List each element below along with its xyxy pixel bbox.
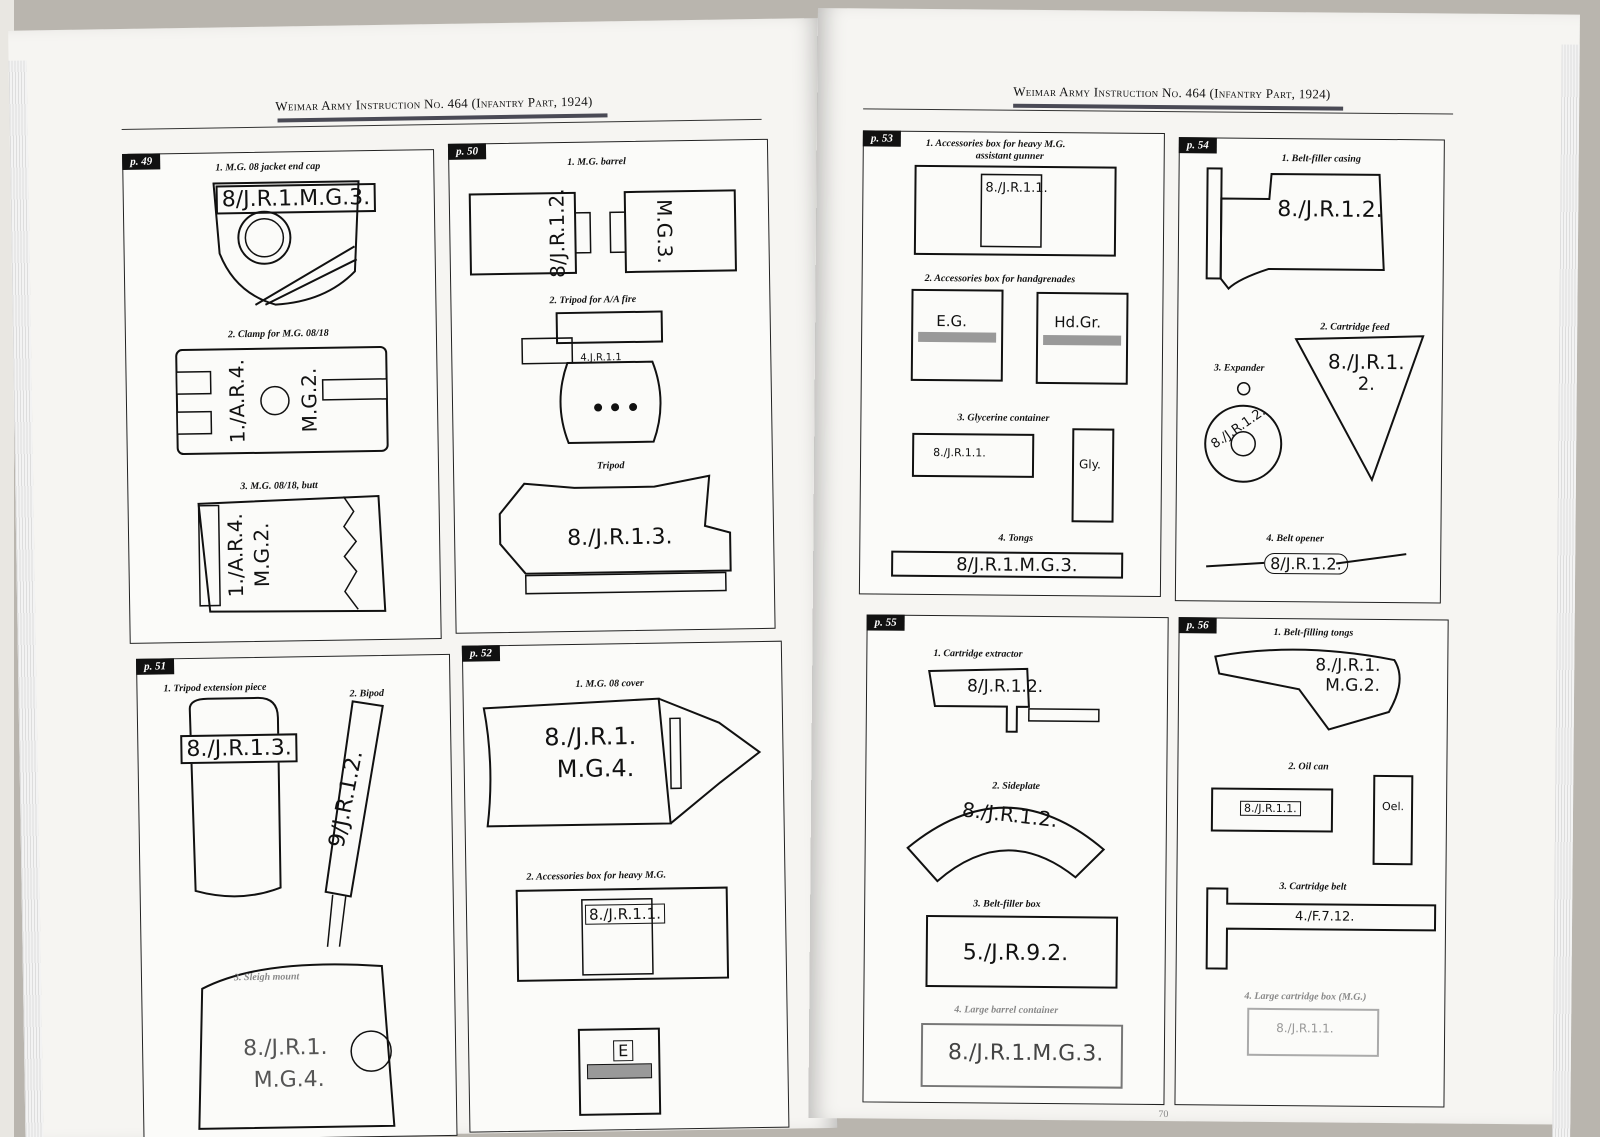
marking: 8/J.R.1.M.G.3. xyxy=(956,554,1078,577)
right-page: Weimar Army Instruction No. 464 (Infantr… xyxy=(808,8,1580,1137)
marking: 8./J.R.1. xyxy=(1327,349,1405,375)
marking: 1./A.R.4. xyxy=(222,512,249,598)
marking: Oel. xyxy=(1381,799,1405,814)
marking: 8./J.R.1.1. xyxy=(584,903,666,925)
marking: E.G. xyxy=(936,312,967,331)
left-page: Weimar Army Instruction No. 464 (Infantr… xyxy=(8,18,838,1137)
marking: Gly. xyxy=(1078,457,1101,472)
caption: 2. Oil can xyxy=(1288,761,1329,773)
caption: 3. Cartridge belt xyxy=(1279,881,1347,893)
marking: 8./J.R.1.2. xyxy=(1277,197,1383,223)
panel-p53: p. 53 1. Accessories box for heavy M.G. … xyxy=(858,130,1165,598)
page-number: 70 xyxy=(1158,1109,1169,1121)
cover-drawing xyxy=(482,697,762,1116)
caption: 2. Clamp for M.G. 08/18 xyxy=(227,327,329,341)
header-rule-right xyxy=(863,108,1454,115)
marking: 4.J.R.1.1 xyxy=(580,352,622,364)
caption: 3. Expander xyxy=(1213,362,1265,374)
caption: 2. Sideplate xyxy=(992,780,1041,792)
caption: 2. Accessories box for heavy M.G. xyxy=(526,869,667,883)
jacket-end-cap-drawing xyxy=(175,180,389,613)
marking: 8./J.R.1.1. xyxy=(933,446,986,460)
panel-p54: p. 54 1. Belt-filler casing 8./J.R.1.2. … xyxy=(1174,137,1445,604)
panel-p55: p. 55 1. Cartridge extractor 8/J.R.1.2. … xyxy=(862,614,1169,1106)
panel-p56: p. 56 1. Belt-filling tongs 8./J.R.1. M.… xyxy=(1174,617,1449,1108)
panel-p50: p. 50 1. M.G. barrel 8/J.R.1.2. M.G.3. 2… xyxy=(447,138,776,634)
marking: 8/J.R.1.2. xyxy=(544,188,570,279)
caption: 4. Tongs xyxy=(998,532,1034,544)
marking: M.G.2. xyxy=(296,367,322,433)
marking: 8./J.R.1.1. xyxy=(1276,1021,1334,1036)
marking: 8./J.R.1.1. xyxy=(1239,800,1301,817)
header-rule-left xyxy=(121,118,762,130)
marking: 8/J.R.1.2. xyxy=(966,676,1044,697)
marking: 8./J.R.1.3. xyxy=(180,733,298,765)
panel-p51: p. 51 1. Tripod extension piece 2. Bipod… xyxy=(135,653,458,1137)
caption: 3. M.G. 08/18, butt xyxy=(240,479,318,493)
marking: M.G.4. xyxy=(253,1066,325,1094)
belt-filling-tongs-drawing xyxy=(1205,648,1437,1057)
marking: 8/J.R.1.2. xyxy=(1264,552,1348,575)
caption: Tripod xyxy=(596,460,625,472)
marking: 8./J.R.1.3. xyxy=(566,524,673,552)
marking: 2. xyxy=(1357,373,1376,395)
marking: 5./J.R.9.2. xyxy=(962,940,1069,967)
marking: 8./J.R.1. xyxy=(1315,655,1381,676)
running-header-right: Weimar Army Instruction No. 464 (Infantr… xyxy=(1013,83,1331,102)
tripod-drawing xyxy=(468,189,737,595)
caption: 3. Glycerine container xyxy=(957,412,1050,425)
caption: 4. Large barrel container xyxy=(954,1004,1059,1017)
marking: M.G.4. xyxy=(556,754,635,784)
marking: 1./A.R.4. xyxy=(224,358,250,444)
sideplate-drawing xyxy=(906,667,1124,1089)
panel-p52: p. 52 1. M.G. 08 cover 8./J.R.1. M.G.4. … xyxy=(461,640,790,1133)
marking: M.G.3. xyxy=(652,199,678,264)
caption: 4. Large cartridge box (M.G.) xyxy=(1244,990,1367,1003)
marking: 8./J.R.1.1. xyxy=(985,180,1048,197)
caption: 2. Tripod for A/A fire xyxy=(549,293,637,307)
belt-filler-drawing xyxy=(1204,167,1425,568)
marking: 8./J.R.1.M.G.3. xyxy=(947,1040,1104,1067)
running-header-left: Weimar Army Instruction No. 464 (Infantr… xyxy=(275,93,593,114)
marking: 4./F.7.12. xyxy=(1295,909,1355,925)
marking: M.G.2. xyxy=(249,522,275,588)
page-edge xyxy=(1552,44,1580,1137)
marking: Hd.Gr. xyxy=(1054,313,1102,332)
marking: 8./J.R.1. xyxy=(242,1034,328,1062)
caption: 2. Cartridge feed xyxy=(1320,321,1390,333)
marking: M.G.2. xyxy=(1325,675,1381,696)
marking: E xyxy=(613,1040,634,1062)
caption: 3. Sleigh mount xyxy=(233,971,300,984)
caption: 4. Belt opener xyxy=(1266,532,1324,545)
marking: 8./J.R.1. xyxy=(544,721,637,752)
cover-edge xyxy=(0,0,14,1137)
caption: 2. Accessories box for handgrenades xyxy=(924,272,1076,286)
marking: 8/J.R.1.M.G.3. xyxy=(215,182,377,215)
caption: 3. Belt-filler box xyxy=(973,898,1041,910)
bipod-drawing xyxy=(188,696,396,1130)
accessories-box-drawing xyxy=(891,164,1129,579)
panel-p49: p. 49 1. M.G. 08 jacket end cap 8/J.R.1.… xyxy=(122,149,442,644)
